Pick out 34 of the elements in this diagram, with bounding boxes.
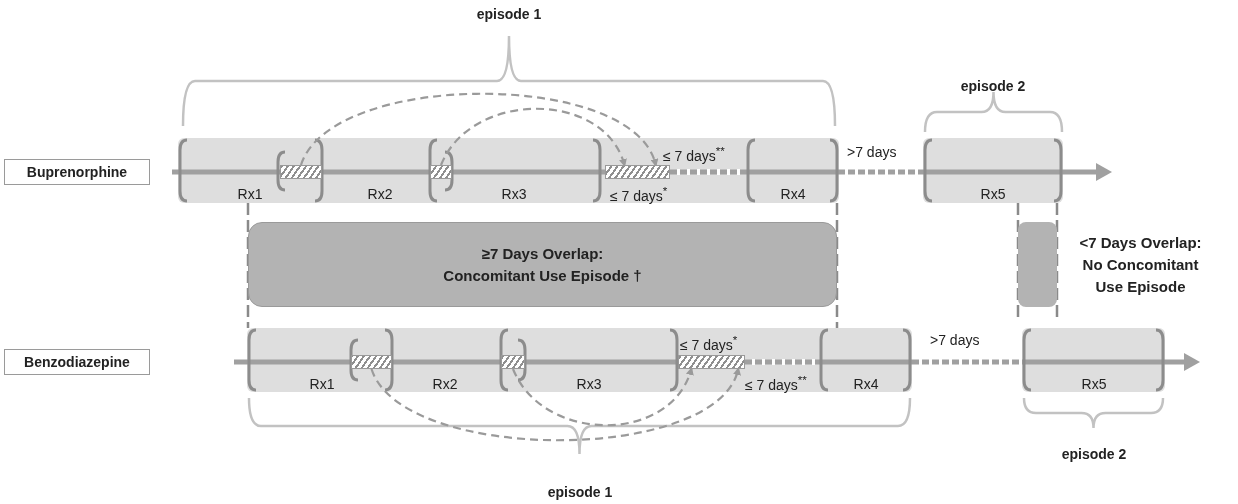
hatched-overlap-bar <box>678 355 745 369</box>
drug-label: Buprenorphine <box>4 159 150 185</box>
gap-label: ≤ 7 days$^{**}$ <box>745 372 807 393</box>
dashed-arrow <box>440 107 626 167</box>
period-label: Rx4 <box>853 376 879 392</box>
drug-label: Benzodiazepine <box>4 349 150 375</box>
period-label: Rx5 <box>980 186 1006 202</box>
dashed-arrow <box>512 367 693 427</box>
box-caption: <7 Days Overlap: No Concomitant Use Episode <box>1078 233 1203 297</box>
period-label: Rx3 <box>576 376 602 392</box>
hatched-overlap-bar <box>351 355 392 369</box>
overlap-episode-box: ≥7 Days Overlap: Concomitant Use Episode † <box>248 222 837 307</box>
period-label: Rx1 <box>237 186 263 202</box>
episode-label: episode 1 <box>547 484 613 500</box>
dashed-arrow <box>370 367 740 442</box>
period-label: Rx2 <box>432 376 458 392</box>
gap-label: ≤ 7 days$^{**}$ <box>663 143 725 164</box>
hatched-overlap-bar <box>430 165 452 179</box>
period-label: Rx2 <box>367 186 393 202</box>
period-label: Rx3 <box>501 186 527 202</box>
hatched-overlap-bar <box>605 165 670 179</box>
hatched-overlap-bar <box>280 165 322 179</box>
gap-label: ≤ 7 days$^{*}$ <box>680 332 738 353</box>
hatched-overlap-bar <box>501 355 525 369</box>
dashed-arrow <box>300 92 657 167</box>
episode-label: episode 2 <box>960 78 1026 94</box>
episode-label: episode 2 <box>1061 446 1127 462</box>
gap-label: ≤ 7 days$^{*}$ <box>610 183 668 204</box>
episode-label: episode 1 <box>476 6 542 22</box>
period-label: Rx4 <box>780 186 806 202</box>
gap-label: >7 days <box>847 144 897 160</box>
period-label: Rx5 <box>1081 376 1107 392</box>
overlap-box <box>1018 222 1057 307</box>
period-label: Rx1 <box>309 376 335 392</box>
